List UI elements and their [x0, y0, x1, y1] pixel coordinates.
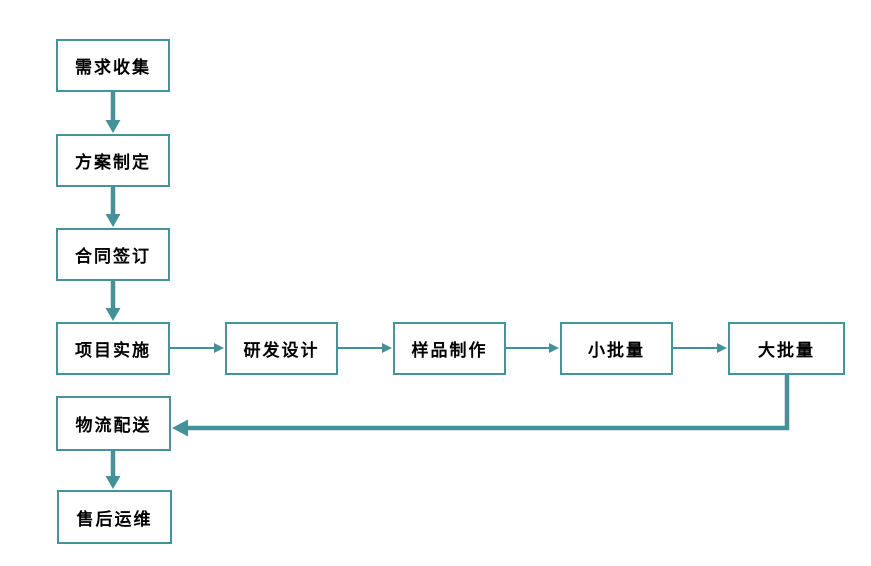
node-rnd: 研发设计: [225, 322, 338, 375]
arrow-large-batch-to-logistics: [172, 375, 790, 437]
arrow-rnd-to-sample: [338, 343, 392, 353]
node-rnd-label: 研发设计: [243, 341, 320, 361]
node-after-sales: 售后运维: [57, 490, 172, 544]
node-small-batch: 小批量: [560, 322, 673, 375]
arrow-contract-to-implementation: [105, 281, 121, 321]
node-contract-label: 合同签订: [75, 247, 151, 267]
node-after-sales-label: 售后运维: [76, 509, 153, 530]
node-implementation: 项目实施: [56, 322, 170, 375]
node-large-batch: 大批量: [728, 322, 845, 375]
arrow-sample-to-small-batch: [506, 343, 559, 353]
node-sample-label: 样品制作: [411, 341, 488, 361]
node-plan: 方案制定: [56, 134, 170, 187]
node-small-batch-label: 小批量: [588, 341, 645, 361]
arrow-small-batch-to-large-batch: [673, 343, 727, 353]
node-sample: 样品制作: [393, 322, 506, 375]
node-requirements: 需求收集: [56, 39, 170, 92]
node-requirements-label: 需求收集: [75, 58, 151, 78]
node-contract: 合同签订: [56, 228, 170, 281]
arrow-plan-to-contract: [105, 187, 121, 227]
node-plan-label: 方案制定: [75, 153, 151, 173]
node-large-batch-label: 大批量: [758, 341, 815, 361]
node-logistics-label: 物流配送: [75, 416, 152, 436]
arrow-requirements-to-plan: [105, 92, 121, 133]
node-logistics: 物流配送: [56, 396, 171, 451]
arrow-implementation-to-rnd: [170, 343, 224, 353]
arrow-logistics-to-after-sales: [105, 451, 121, 489]
node-implementation-label: 项目实施: [75, 341, 151, 361]
